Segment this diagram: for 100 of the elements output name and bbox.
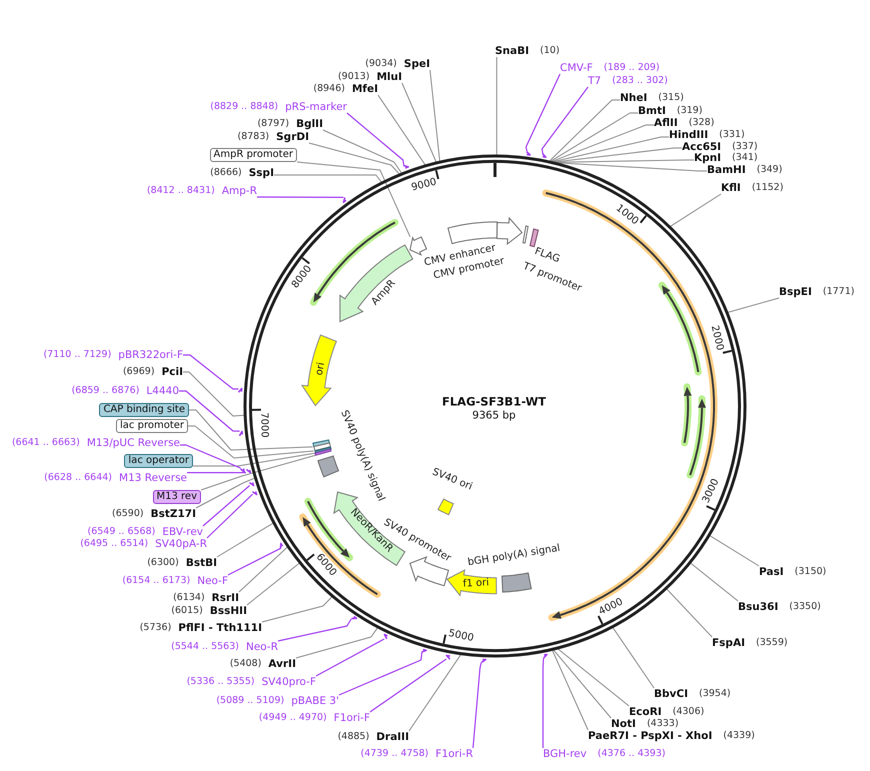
feature-tag: CAP binding site [99,403,189,417]
primer-name: Neo-F [197,575,228,587]
site-position: (4885) [338,731,370,743]
leader-line [496,56,498,156]
enzyme-name: BglII [296,118,323,130]
site-position: (4306) [672,706,704,718]
scale-label: 5000 [448,627,475,644]
leader-line [192,452,315,466]
site-position: (10) [540,45,560,57]
enzyme-name: SnaBI [495,45,530,57]
scale-label: 2000 [708,324,726,352]
primer-range: (4949 .. 4970) [258,712,327,724]
leader-line [726,298,780,313]
enzyme-name: BstZ17I [150,508,196,520]
leader-line [525,74,561,152]
site-position: (349) [756,164,782,176]
primer-range: (6628 .. 6644) [44,472,112,484]
leader-line [551,136,670,162]
leader-line [187,472,246,474]
enzyme-name: SpeI [404,58,430,70]
enzyme-name: KflI [721,182,741,194]
leader-line [296,162,411,238]
site-position: (3350) [789,601,821,613]
enzyme-name: RsrII [212,592,239,604]
leader-line [669,194,722,228]
primer-range: (6549 .. 6568) [88,526,156,538]
leader-line [238,546,288,592]
primer-range: (6641 .. 6663) [12,437,80,449]
primer-range: (7110 .. 7129) [43,349,112,361]
site-position: (315) [658,92,684,104]
enzyme-name: BamHI [707,164,746,176]
scale-label: 3000 [700,477,722,505]
leader-line [228,548,282,576]
enzyme-name: SspI [248,167,274,179]
leader-line [322,130,402,174]
primer-name: SV40pA-R [155,538,207,550]
leader-line [296,626,378,658]
enzyme-name: PasI [759,566,784,578]
primer-name: L4440 [146,385,179,397]
leader-line [370,658,447,712]
site-position: (6015) [171,605,203,617]
feature-label: FLAG [533,246,562,266]
primer-name: CMV-F [560,62,593,74]
site-position: (3954) [698,688,731,700]
site-position: (5736) [140,622,172,634]
primer-name: M13/pUC Reverse [86,437,180,449]
primer-range: (4739 .. 4758) [360,748,429,760]
leader-line [550,112,638,162]
leader-line [216,522,274,558]
site-position: (4333) [646,718,679,730]
leader-line [548,100,620,162]
scale-label: 9000 [410,176,438,194]
leader-line [408,654,462,732]
leader-line [402,82,437,163]
site-position: (341) [732,152,758,164]
primer-name: pRS-marker [285,101,347,113]
enzyme-name: BspEI [779,286,812,298]
primer-range: (8412 .. 8431) [146,185,215,197]
leader-line [182,372,246,416]
site-position: (8946) [313,83,345,95]
leader-line [552,649,612,718]
site-position: (3150) [794,566,826,578]
leader-line [542,658,544,748]
leader-line [179,390,240,432]
primer-name: Amp-R [222,185,257,197]
enzyme-name: Acc65I [682,141,722,153]
leader-line [246,562,300,606]
leader-line [709,534,760,566]
primer-name: pBR322ori-F [118,349,183,361]
site-position: (9013) [338,71,370,83]
primer-range: (6495 .. 6514) [80,538,148,550]
site-position: (9034) [365,58,397,70]
enzyme-name: NheI [620,92,648,104]
site-position: (4339) [723,730,755,742]
feature-label: f1 ori [462,577,490,591]
leader-line [612,626,654,688]
enzyme-name: AflII [654,117,678,129]
feature-label: ori [314,361,328,377]
leader-line [183,354,238,390]
feature-tag: lac operator [124,454,193,468]
site-position: (337) [732,141,758,152]
enzyme-name: DraIII [376,731,409,743]
primer-name: BGH-rev [543,748,587,760]
enzyme-name: MluI [376,71,402,83]
leader-line [257,196,344,198]
feature-label: bGH poly(A) signal [466,542,562,570]
site-position: (6590) [112,508,144,520]
leader-line [206,494,254,538]
leader-line [202,485,250,526]
site-position: (319) [676,105,702,117]
site-position: (328) [688,117,714,129]
plasmid-length: 9365 bp [472,410,516,422]
primer-name: F1ori-F [334,712,370,724]
enzyme-name: HindIII [669,129,708,141]
leader-line [541,86,588,154]
enzyme-name: PflFI - Tth111I [178,622,262,634]
primer-name: pBABE 3' [291,695,339,707]
site-position: (5408) [230,658,262,670]
leader-line [552,649,588,730]
site-position: (6969) [122,366,155,378]
